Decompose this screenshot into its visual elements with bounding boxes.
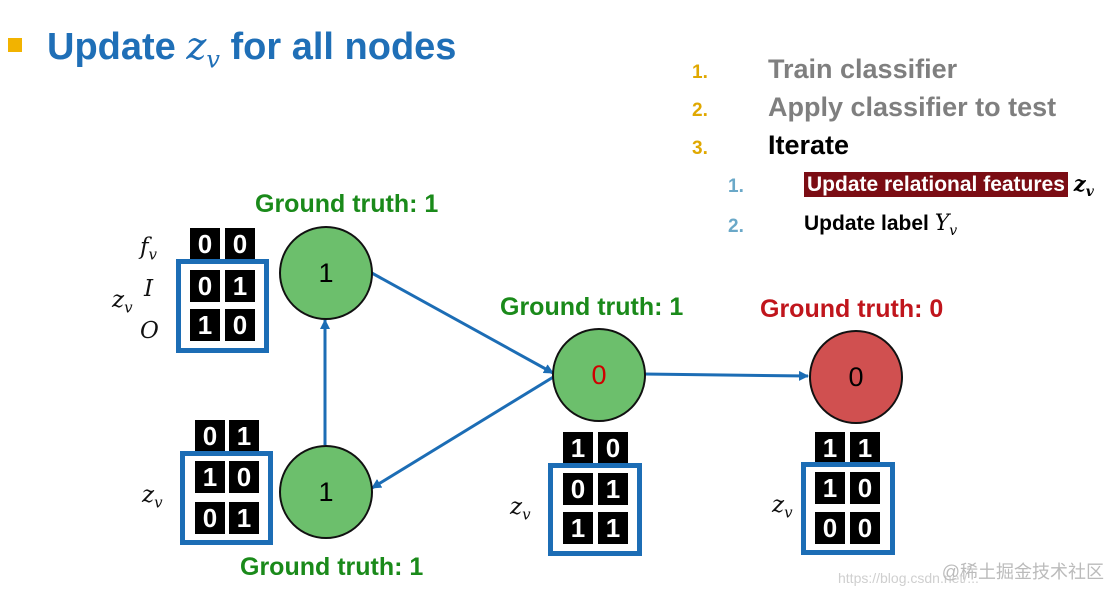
matrix-cell: 1 bbox=[815, 472, 845, 504]
matrix-cell: 0 bbox=[850, 512, 880, 544]
edge-middle-to-bottom-left bbox=[371, 374, 556, 490]
node-bottom-left: 1 bbox=[279, 445, 373, 539]
matrix-cell: 0 bbox=[850, 472, 880, 504]
matrix-cell: 0 bbox=[229, 461, 259, 493]
matrix-cell: 0 bbox=[563, 473, 593, 505]
z-vector-box bbox=[548, 463, 642, 556]
matrix-cell: 1 bbox=[225, 270, 255, 302]
matrix-cell: 0 bbox=[225, 228, 255, 260]
z-label: zv bbox=[112, 287, 133, 317]
ground-truth-right: Ground truth: 0 bbox=[760, 295, 944, 323]
z-label: zv bbox=[772, 492, 793, 522]
z-vector-box bbox=[801, 462, 895, 555]
watermark-brand: @稀土掘金技术社区 bbox=[941, 562, 1104, 582]
matrix-cell: 0 bbox=[195, 502, 225, 534]
matrix-cell: 1 bbox=[815, 432, 845, 464]
step-2-number: 2. bbox=[692, 100, 708, 121]
matrix-cell: 1 bbox=[850, 432, 880, 464]
f-label: fv bbox=[140, 234, 157, 264]
z-vector-box bbox=[176, 259, 269, 353]
matrix-cell: 1 bbox=[229, 502, 259, 534]
step-1-number: 1. bbox=[692, 62, 708, 83]
matrix-cell: 1 bbox=[563, 512, 593, 544]
substep-1-number: 1. bbox=[728, 176, 744, 197]
matrix-cell: 1 bbox=[229, 420, 259, 452]
matrix-cell: 0 bbox=[815, 512, 845, 544]
step-2-label: Apply classifier to test bbox=[768, 92, 1057, 122]
slide-title: Update zv for all nodes bbox=[47, 24, 457, 74]
watermark-url: https://blog.csdn.net/... bbox=[838, 570, 979, 586]
node-middle: 0 bbox=[552, 328, 646, 422]
z-label: zv bbox=[510, 494, 531, 524]
matrix-cell: 0 bbox=[195, 420, 225, 452]
step-3-label: Iterate bbox=[768, 130, 850, 160]
matrix-cell: 1 bbox=[190, 309, 220, 341]
node-top-left: 1 bbox=[279, 226, 373, 320]
matrix-cell: 1 bbox=[598, 512, 628, 544]
substep-1-label: Update relational features zv bbox=[804, 171, 1094, 200]
substep-2-number: 2. bbox=[728, 216, 744, 237]
matrix-cell: 1 bbox=[195, 461, 225, 493]
step-3-number: 3. bbox=[692, 138, 708, 159]
I-label: I bbox=[144, 276, 154, 302]
matrix-cell: 1 bbox=[598, 473, 628, 505]
z-vector-box bbox=[180, 451, 273, 545]
step-1-label: Train classifier bbox=[768, 54, 958, 84]
node-right: 0 bbox=[809, 330, 903, 424]
O-label: O bbox=[140, 318, 159, 344]
matrix-cell: 0 bbox=[190, 228, 220, 260]
title-var: z bbox=[186, 24, 207, 68]
edge-middle-to-right bbox=[642, 370, 809, 381]
substep-2-label: Update label Yv bbox=[804, 211, 958, 240]
ground-truth-middle: Ground truth: 1 bbox=[500, 293, 684, 321]
title-bullet bbox=[8, 38, 22, 52]
z-label: zv bbox=[142, 482, 163, 512]
matrix-cell: 0 bbox=[190, 270, 220, 302]
edge-top-left-to-middle bbox=[369, 270, 554, 375]
ground-truth-top-left: Ground truth: 1 bbox=[255, 190, 439, 218]
matrix-cell: 1 bbox=[563, 432, 593, 464]
matrix-cell: 0 bbox=[225, 309, 255, 341]
ground-truth-bottom-left: Ground truth: 1 bbox=[240, 553, 424, 581]
matrix-cell: 0 bbox=[598, 432, 628, 464]
